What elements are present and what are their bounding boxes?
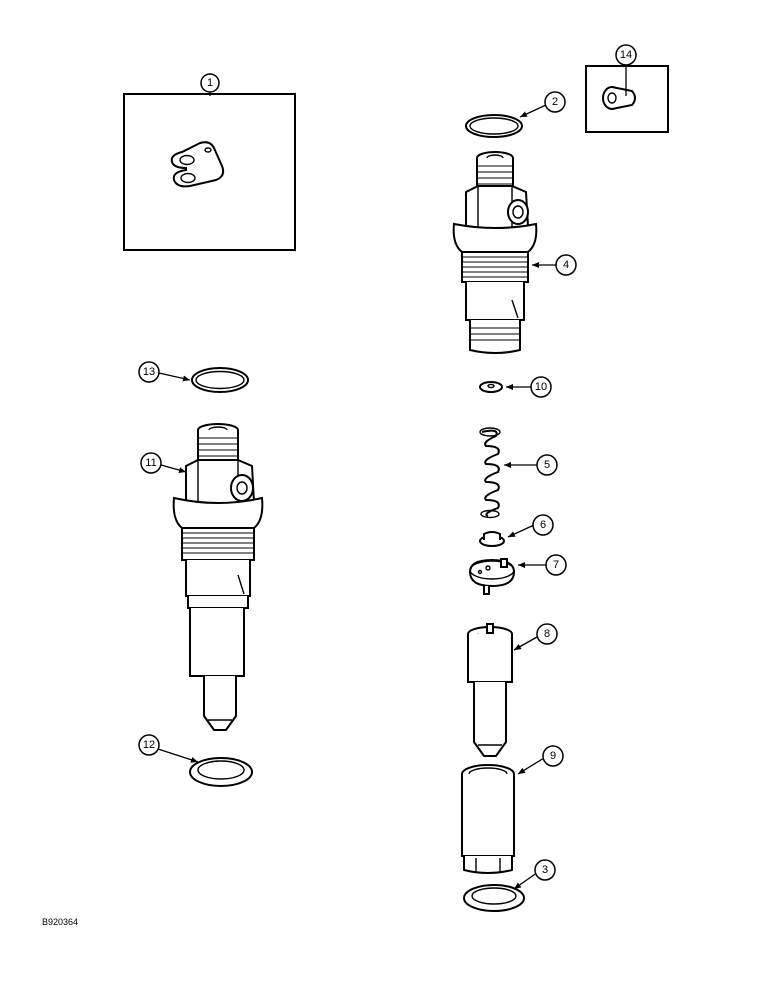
callout-12: 12	[138, 734, 160, 756]
svg-text:2: 2	[552, 96, 558, 108]
callout-10: 10	[530, 376, 552, 398]
part-8-nozzle	[467, 623, 513, 757]
part-4-nozzle-holder	[452, 151, 538, 354]
svg-text:1: 1	[207, 77, 213, 89]
part-1-clip-kit	[123, 93, 296, 251]
callout-11: 11	[140, 452, 162, 474]
part-12-sealing-washer	[189, 757, 253, 787]
part-6-spring-seat	[479, 531, 505, 547]
part-9-cap-nut	[461, 764, 515, 874]
callout-8: 8	[536, 623, 558, 645]
svg-text:10: 10	[535, 381, 547, 393]
callout-13: 13	[138, 361, 160, 383]
part-10-shim	[479, 381, 503, 393]
part-14-sleeve-kit	[585, 65, 669, 133]
svg-text:9: 9	[550, 750, 556, 762]
part-5-spring	[479, 427, 501, 519]
svg-text:4: 4	[563, 259, 569, 271]
callout-9: 9	[542, 745, 564, 767]
callout-5: 5	[536, 454, 558, 476]
svg-text:8: 8	[544, 628, 550, 640]
callout-7: 7	[545, 554, 567, 576]
svg-text:5: 5	[544, 459, 550, 471]
figure-code: B920364	[42, 917, 78, 927]
part-7-intermediate-plate	[468, 558, 516, 595]
leader-lines	[157, 66, 627, 890]
callout-14: 14	[615, 44, 637, 66]
svg-text:3: 3	[542, 864, 548, 876]
part-2-o-ring	[465, 114, 523, 138]
svg-text:6: 6	[540, 519, 546, 531]
svg-text:12: 12	[143, 739, 155, 751]
svg-text:11: 11	[145, 457, 156, 469]
svg-text:7: 7	[553, 559, 559, 571]
callout-3: 3	[534, 859, 556, 881]
callout-2: 2	[544, 91, 566, 113]
svg-text:14: 14	[620, 49, 632, 61]
part-11-injector-assembly	[172, 423, 264, 731]
callout-4: 4	[555, 254, 577, 276]
part-13-o-ring	[191, 367, 249, 393]
callout-1: 1	[200, 73, 220, 93]
part-3-sealing-washer	[463, 884, 525, 912]
callout-6: 6	[532, 514, 554, 536]
svg-text:13: 13	[143, 366, 155, 378]
clip-part	[170, 141, 225, 188]
